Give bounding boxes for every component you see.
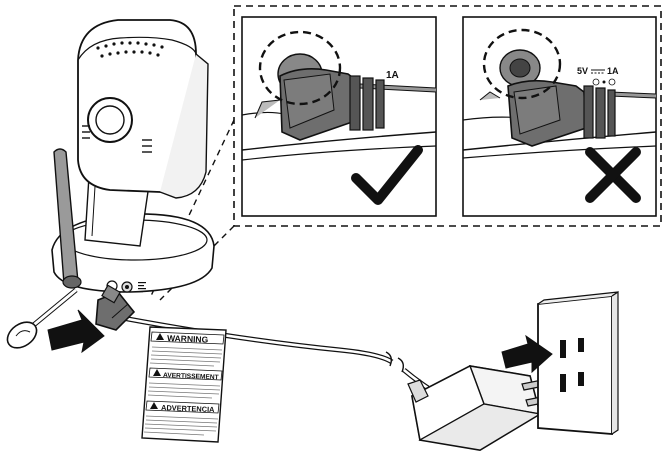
speaker-grill — [96, 41, 164, 58]
cable-break-mark — [385, 351, 405, 373]
outlet-slot — [560, 374, 566, 392]
avertissement-header: AVERTISSEMENT — [163, 372, 219, 381]
camera-end-plug — [95, 284, 136, 331]
current-label: 1A — [607, 66, 619, 76]
cross-mark-icon — [585, 147, 641, 203]
temperature-sensor-probe — [6, 288, 78, 349]
warning-triangle-icon — [153, 369, 161, 376]
voltage-label: 5V — [577, 66, 588, 76]
power-adapter — [407, 365, 559, 451]
warning-triangle-icon — [156, 333, 164, 340]
camera-lens — [95, 105, 125, 135]
outlet-slot — [578, 338, 584, 352]
highlight-circle — [482, 28, 562, 100]
warning-tag: WARNING AVERTISSEMENT ADVERTENCIA — [141, 326, 227, 443]
outlet-slot — [578, 372, 584, 386]
warning-header: WARNING — [167, 333, 209, 345]
camera-unit — [51, 19, 215, 293]
warning-triangle-icon — [150, 402, 158, 409]
inset-correct-connection: 1A — [241, 16, 437, 217]
side-vents — [82, 125, 152, 153]
inset-incorrect-connection: 5V 1A — [462, 16, 657, 217]
usb-plug-inserted — [279, 68, 385, 141]
antenna — [53, 148, 82, 289]
check-mark-icon — [351, 145, 423, 205]
outlet-slot — [560, 340, 566, 358]
insert-arrow-outlet-icon — [501, 334, 553, 374]
polarity-symbol-icon — [592, 78, 616, 86]
plug-rating-label: 1A — [386, 70, 399, 81]
advertencia-header: ADVERTENCIA — [161, 403, 215, 414]
wall-outlet — [537, 290, 619, 435]
insert-arrow-camera-icon — [47, 309, 105, 354]
usb-plug-not-inserted — [507, 79, 616, 147]
highlight-circle — [258, 30, 342, 106]
